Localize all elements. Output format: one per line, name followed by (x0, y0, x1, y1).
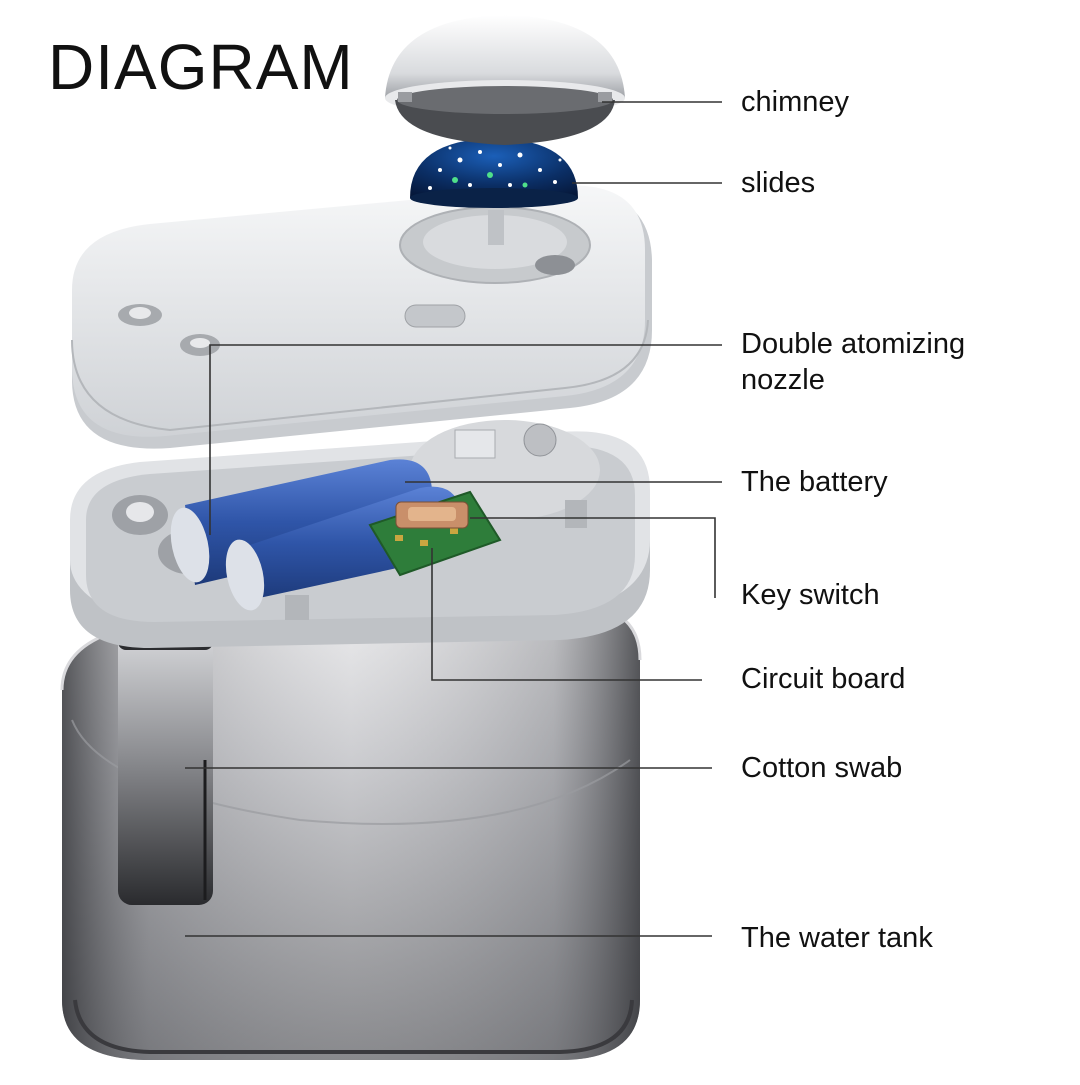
label-circuit-board: Circuit board (741, 663, 906, 695)
label-battery: The battery (741, 466, 888, 498)
label-nozzle-line1: Double atomizing (741, 328, 966, 360)
label-water-tank: The water tank (741, 922, 933, 954)
label-nozzle-line2: nozzle (741, 364, 825, 396)
label-slides: slides (741, 167, 816, 199)
label-cotton-swab: Cotton swab (741, 752, 903, 784)
label-double-atomizing-nozzle: Double atomizing nozzle (741, 326, 965, 398)
leader-nozzle (209, 344, 722, 535)
label-chimney: chimney (741, 86, 849, 118)
top-lid (71, 185, 652, 449)
leader-key-switch (470, 517, 716, 598)
slides (410, 138, 578, 208)
page-title: DIAGRAM (48, 31, 354, 103)
leader-circuit-board (431, 548, 702, 681)
key-switch (395, 501, 469, 529)
leader-lines (185, 101, 722, 937)
label-key-switch: Key switch (741, 579, 880, 611)
chimney (385, 15, 625, 145)
